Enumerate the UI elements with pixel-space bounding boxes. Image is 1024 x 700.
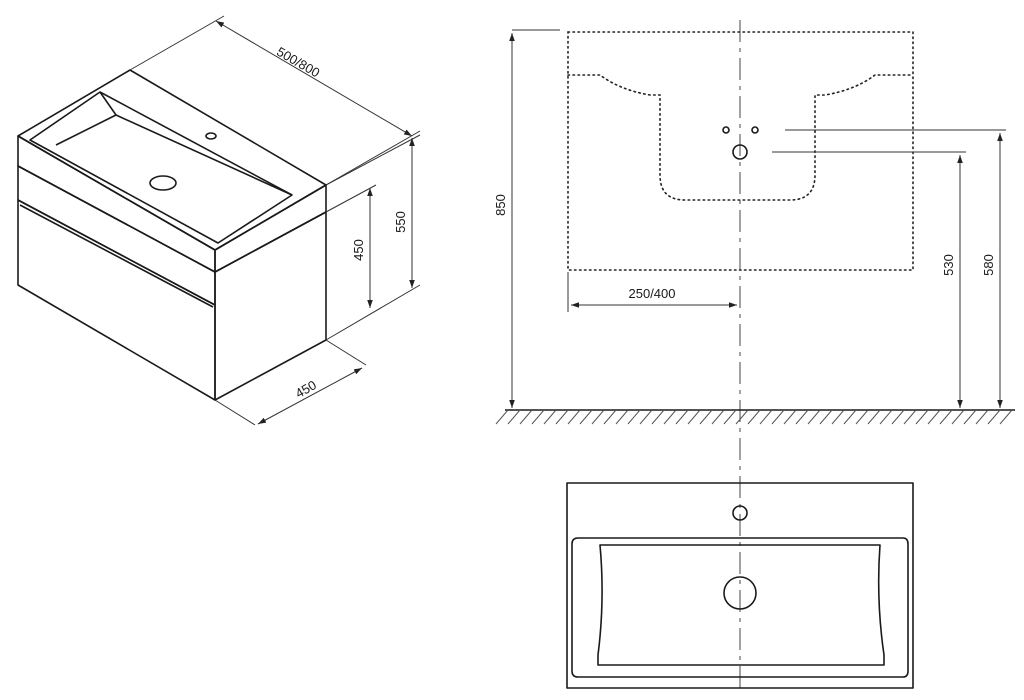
tap-hole-top (732, 505, 748, 521)
isometric-view: 500/800 550 450 450 (17, 15, 421, 426)
top-view (566, 482, 914, 689)
basin-side-face (214, 184, 327, 273)
cabinet-front-drawer (17, 199, 216, 401)
dim-iso-width: 500/800 (274, 44, 322, 80)
dim-front-total-height: 850 (493, 194, 508, 216)
tap-hole (205, 132, 217, 140)
tap-hole-left (722, 126, 730, 134)
floor-hatch (495, 409, 1013, 425)
basin-bowl-rim (29, 91, 293, 244)
hidden-outline (567, 31, 914, 271)
front-view: 850 250/400 530 580 (493, 20, 1015, 690)
dim-iso-cabinet-height: 450 (351, 239, 366, 261)
tap-hole-right (751, 126, 759, 134)
basin-bowl-inner (55, 91, 117, 146)
dim-front-drain-height: 530 (941, 254, 956, 276)
bowl-inner-top (597, 544, 885, 666)
drain-hole-top (723, 576, 757, 610)
bowl-outer-top (571, 537, 909, 678)
drain-hole (149, 175, 177, 191)
dim-iso-overall-height: 550 (393, 211, 408, 233)
basin-top-face (17, 69, 327, 251)
basin-outline-top (566, 482, 914, 689)
dim-iso-depth: 450 (293, 377, 319, 401)
drain-hole-front (732, 144, 748, 160)
dim-front-half-width: 250/400 (629, 286, 676, 301)
dim-front-tap-height: 580 (981, 254, 996, 276)
